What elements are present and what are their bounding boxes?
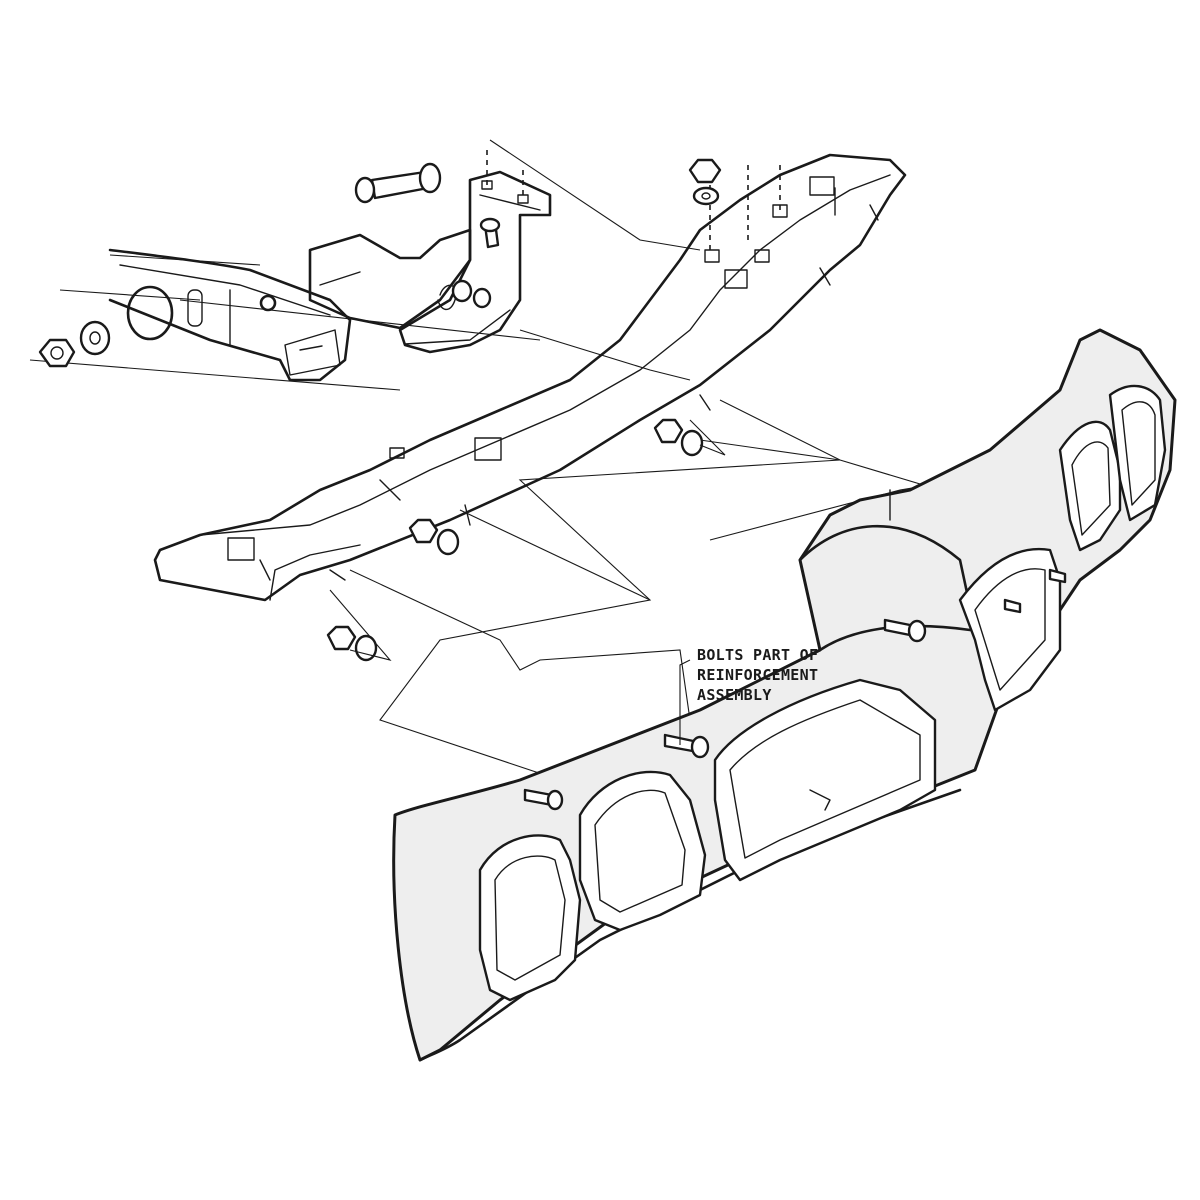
callout-line-3: ASSEMBLY: [697, 686, 772, 704]
callout-label: BOLTS PART OF REINFORCEMENT ASSEMBLY: [697, 646, 818, 704]
bumper-bolt-4: [1003, 568, 1067, 614]
bumper-bolt-3: [883, 618, 927, 643]
frame-rail: [153, 153, 907, 602]
rail-nut-set-1: [653, 418, 704, 457]
bumper-assembly: [392, 328, 1177, 1062]
callout-line-2: REINFORCEMENT: [697, 666, 818, 684]
rail-top-nut: [688, 158, 722, 206]
rail-nut-set-2: [408, 518, 460, 556]
bracket-bolt: [354, 162, 501, 249]
hex-nut-left: [38, 320, 111, 368]
bumper-bolt-1: [523, 788, 564, 811]
bumper-bolt-2: [663, 733, 710, 759]
small-nut-washer: [451, 279, 492, 309]
rail-nut-set-3: [326, 625, 378, 662]
upper-mounting-bracket: [308, 150, 552, 354]
callout-leader: [679, 659, 691, 745]
left-rail-end: [108, 248, 352, 382]
callout-line-1: BOLTS PART OF: [697, 646, 818, 664]
